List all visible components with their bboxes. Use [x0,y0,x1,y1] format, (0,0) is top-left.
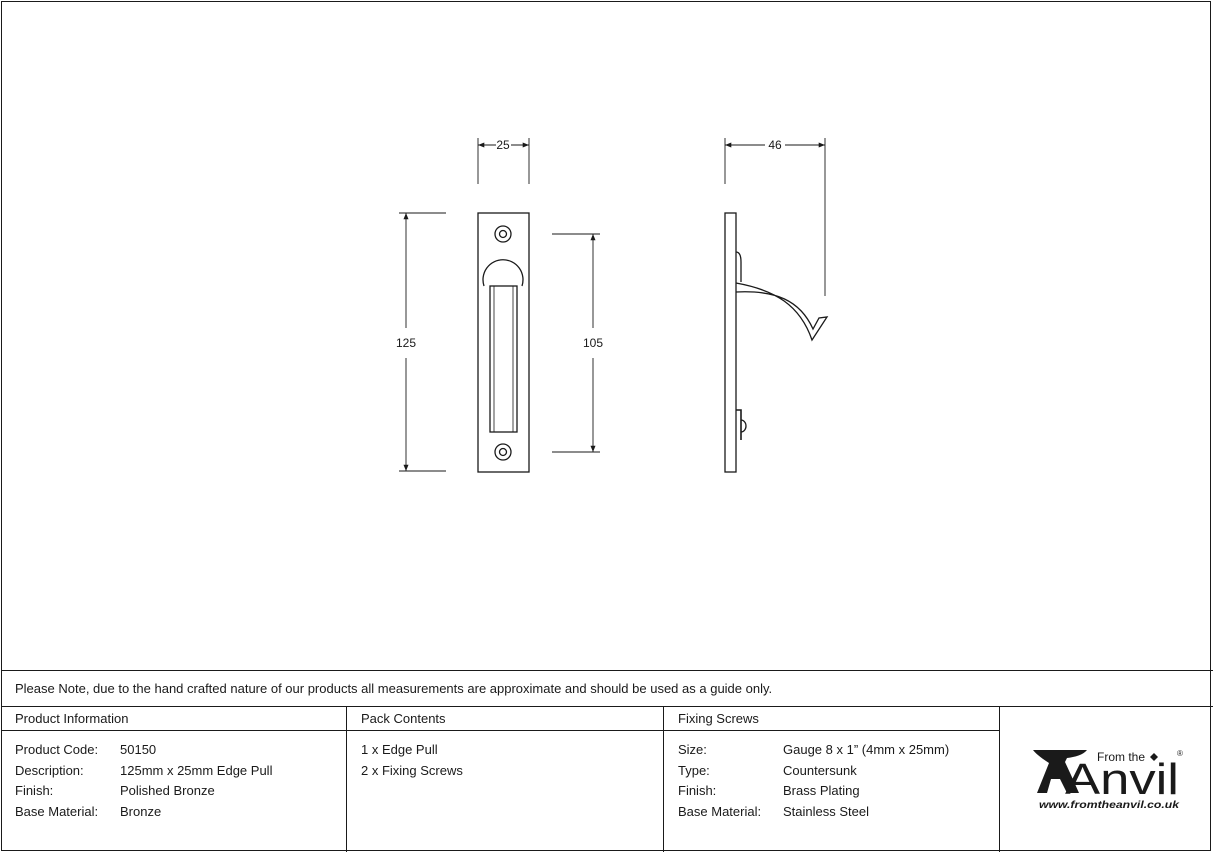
product-information-title: Product Information [1,707,346,731]
row-value: Gauge 8 x 1” (4mm x 25mm) [783,742,950,757]
side-view [724,212,829,473]
row-label: Type: [678,762,710,778]
top-screw-hole-outer [494,225,512,243]
brand-text: Anvil [1065,755,1179,804]
pack-item: 2 x Fixing Screws [361,762,463,778]
screw-material-row: Base Material: Stainless Steel [678,802,999,823]
row-value: 125mm x 25mm Edge Pull [120,762,273,778]
row-label: Size: [678,742,707,757]
pack-item: 1 x Edge Pull [361,742,438,757]
finger-recess-arc [482,259,524,287]
side-catch-hook [740,419,747,433]
side-depth-label: 46 [768,138,782,152]
anvil-icon [1033,750,1087,793]
row-label: Finish: [15,783,54,798]
technical-drawing: 25 125 105 46 [396,138,829,473]
description-row: Description: 125mm x 25mm Edge Pull [15,761,346,782]
backplate-outline [477,212,530,473]
inner-height-dimension [552,233,600,453]
fixing-screws-column: Fixing Screws Size: Gauge 8 x 1” (4mm x … [664,707,1000,852]
finish-row: Finish: Polished Bronze [15,781,346,802]
product-code-row: Product Code: 50150 [15,740,346,761]
row-value: Polished Bronze [120,783,215,798]
row-value: 50150 [120,742,157,757]
row-value: Bronze [120,803,162,819]
row-label: Product Code: [15,742,99,757]
row-value: Brass Plating [783,783,860,798]
from-the-text: From the [1097,750,1145,764]
row-label: Description: [15,762,84,778]
measurement-note: Please Note, due to the hand crafted nat… [1,670,1213,707]
top-screw-hole-inner [498,229,508,239]
screw-type-row: Type: Countersunk [678,761,999,782]
pack-contents-column: Pack Contents 1 x Edge Pull 2 x Fixing S… [347,707,664,852]
row-label: Base Material: [678,803,762,819]
logo-cell: From the ® Anvil www.fromtheanvil.co.uk [999,707,1213,852]
side-depth-dimension [724,138,826,296]
front-width-dimension [477,138,530,184]
product-information-column: Product Information Product Code: 50150 … [1,707,347,852]
pack-contents-title: Pack Contents [347,707,663,731]
front-view [477,212,530,473]
row-label: Base Material: [15,803,99,819]
row-value: Stainless Steel [783,803,869,819]
screw-finish-row: Finish: Brass Plating [678,781,999,802]
side-pull-lever [735,282,829,342]
website-url: www.fromtheanvil.co.uk [1039,799,1180,811]
bottom-screw-hole-outer [494,443,512,461]
base-material-row: Base Material: Bronze [15,802,346,823]
side-pivot [735,251,742,282]
front-height-label: 125 [396,336,416,350]
row-label: Finish: [678,783,717,798]
row-value: Countersunk [783,762,857,778]
front-height-dimension [399,212,446,472]
side-catch [736,409,742,440]
side-backplate [724,212,737,473]
bottom-screw-hole-inner [498,447,508,457]
registered-mark: ® [1177,749,1183,758]
screw-size-row: Size: Gauge 8 x 1” (4mm x 25mm) [678,740,999,761]
info-table: Product Information Product Code: 50150 … [1,706,1213,852]
diamond-icon [1150,753,1158,761]
inner-height-label: 105 [583,336,603,350]
fixing-screws-title: Fixing Screws [664,707,999,731]
front-width-label: 25 [496,138,510,152]
anvil-logo: From the ® Anvil www.fromtheanvil.co.uk [1033,749,1183,811]
pull-lever-inner [493,285,514,433]
